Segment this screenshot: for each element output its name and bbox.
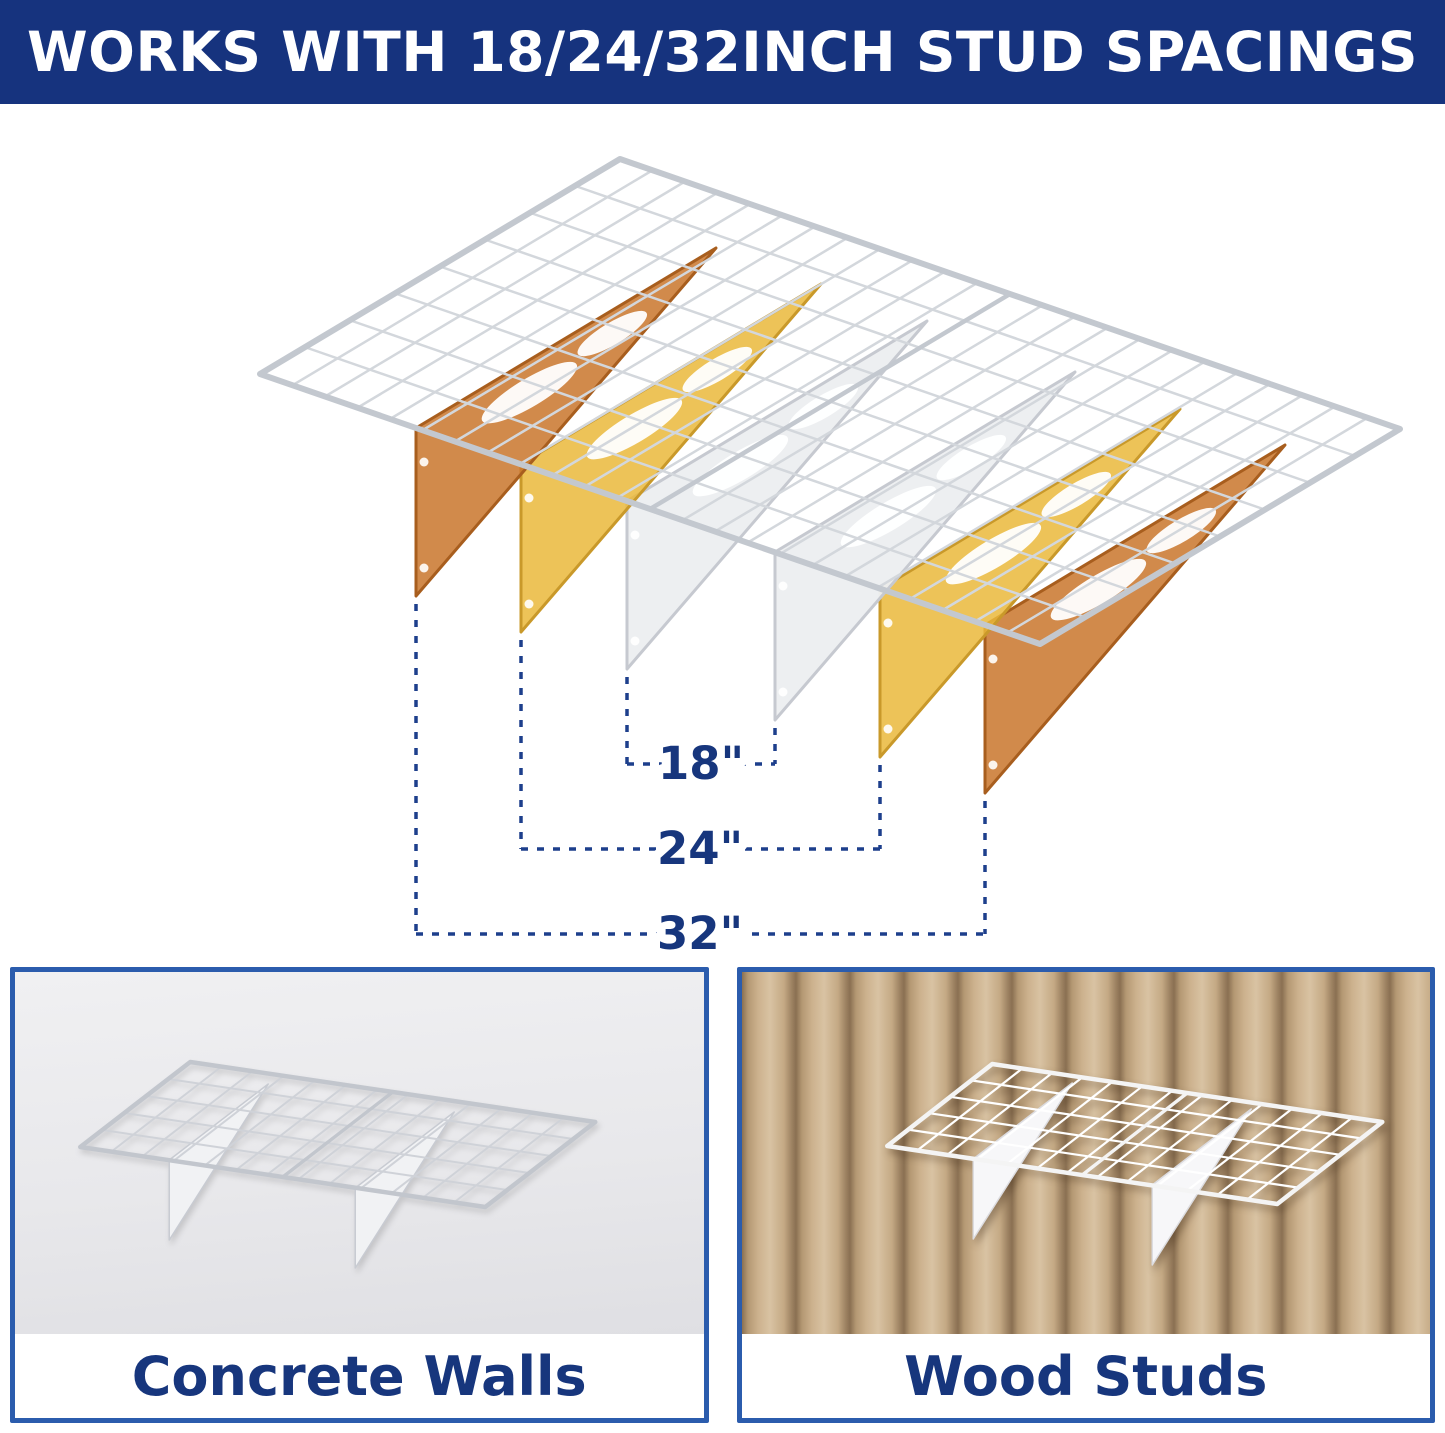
dimension-lines: 18" 24" 32" xyxy=(414,604,987,959)
dimension-label-24in: 24" xyxy=(657,822,743,875)
shelf-diagram-graphic: 18" 24" 32" xyxy=(257,156,1403,959)
wire-shelf-grid-small xyxy=(78,1059,598,1210)
panel-label-concrete: Concrete Walls xyxy=(15,1334,704,1418)
dimension-label-32in: 32" xyxy=(657,907,743,959)
dimension-24in: 24" xyxy=(519,640,882,884)
stud-spacing-diagram: 18" 24" 32" xyxy=(0,104,1445,959)
wire-shelf-grid xyxy=(257,156,1403,647)
dimension-18in: 18" xyxy=(625,677,777,799)
panel-concrete-walls: Concrete Walls xyxy=(10,967,709,1423)
wood-shelf-graphic xyxy=(884,1061,1384,1266)
shelf-brackets-small xyxy=(168,1083,455,1269)
wall-type-panels: Concrete Walls Wood Studs xyxy=(0,959,1445,1433)
banner-title: WORKS WITH 18/24/32INCH STUD SPACINGS xyxy=(27,20,1418,84)
banner: WORKS WITH 18/24/32INCH STUD SPACINGS xyxy=(0,0,1445,104)
panel-wood-studs: Wood Studs xyxy=(736,967,1435,1423)
concrete-wall-illustration xyxy=(15,972,704,1334)
panel-label-wood: Wood Studs xyxy=(741,1334,1430,1418)
shelf-brackets-small xyxy=(972,1082,1252,1266)
dimension-32in: 32" xyxy=(414,604,987,959)
shelf-brackets xyxy=(414,246,1287,795)
wire-shelf-grid-small xyxy=(884,1061,1384,1207)
wood-studs-illustration xyxy=(741,972,1430,1334)
concrete-shelf-graphic xyxy=(78,1059,598,1269)
dimension-label-18in: 18" xyxy=(658,737,744,790)
